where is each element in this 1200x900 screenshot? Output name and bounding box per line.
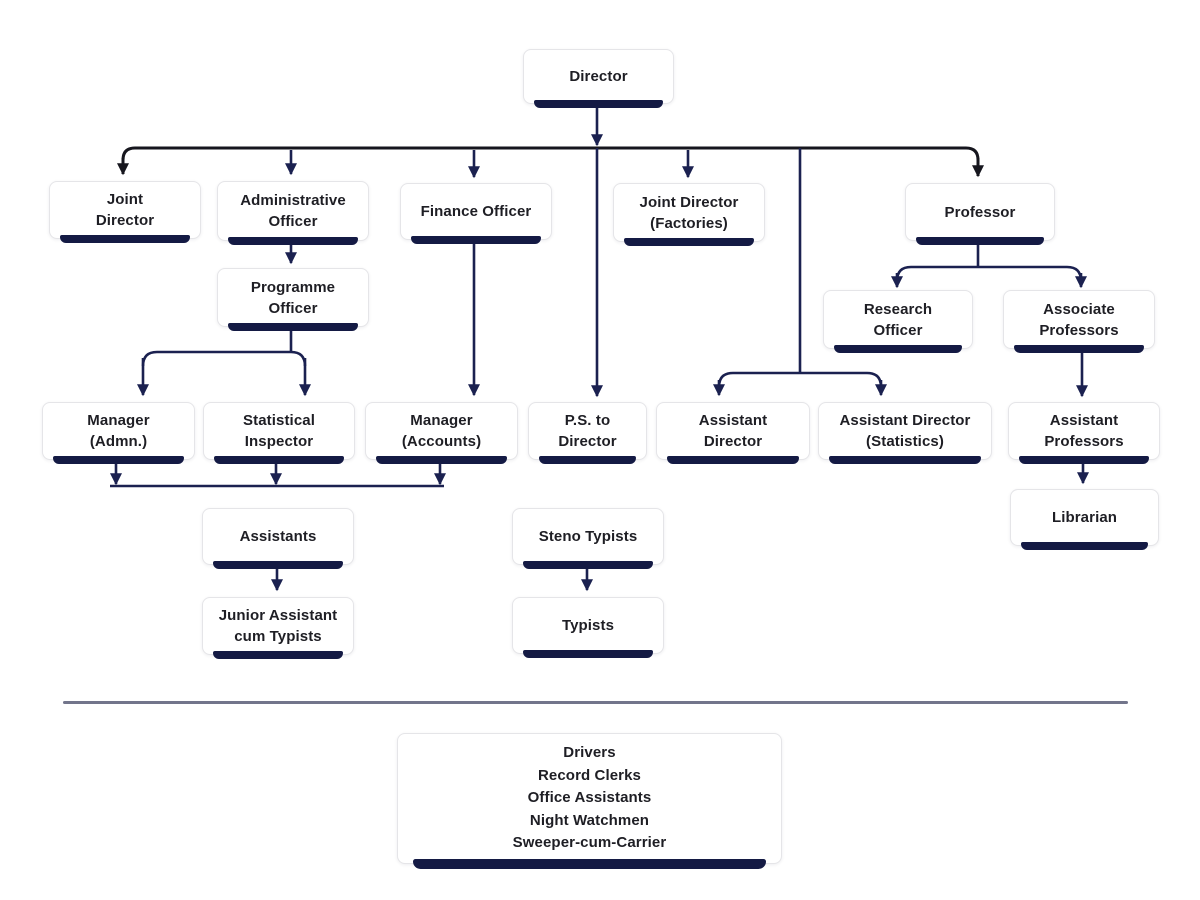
connector-programme-branch (141, 350, 307, 367)
connector-assistant-directors-branch (717, 371, 883, 388)
node-steno-typists: Steno Typists (512, 508, 664, 569)
node-junior-assistant-cum-typists-label: Junior Assistant cum Typists (218, 607, 338, 645)
node-librarian-label: Librarian (1051, 509, 1118, 526)
node-assistant-director-label: Assistant Director (698, 412, 768, 450)
node-statistical-inspector: Statistical Inspector (203, 402, 355, 464)
node-research-officer-label: Research Officer (863, 300, 933, 339)
node-librarian: Librarian (1010, 489, 1159, 550)
node-professor-label: Professor (944, 203, 1016, 221)
node-manager-admn-label: Manager (Admn.) (87, 412, 150, 450)
node-typists: Typists (512, 597, 664, 658)
node-manager-accounts: Manager (Accounts) (365, 402, 518, 464)
node-assistant-director: Assistant Director (656, 402, 810, 464)
node-director: Director (523, 49, 674, 108)
node-finance-officer: Finance Officer (400, 183, 552, 244)
node-programme-officer-label: Programme Officer (250, 278, 336, 317)
node-joint-director-label: Joint Director (95, 191, 155, 229)
node-ps-to-director-label: P.S. to Director (558, 412, 617, 450)
node-support-staff-label: Drivers Record Clerks Office Assistants … (512, 744, 667, 852)
node-joint-director: Joint Director (49, 181, 201, 243)
node-finance-officer-label: Finance Officer (420, 203, 532, 220)
node-administrative-officer-label: Administrative Officer (240, 192, 346, 230)
node-administrative-officer: Administrative Officer (217, 181, 369, 245)
node-statistical-inspector-label: Statistical Inspector (243, 412, 315, 450)
connector-top-rail (121, 146, 980, 165)
node-manager-accounts-label: Manager (Accounts) (401, 412, 482, 450)
node-assistants-label: Assistants (239, 528, 317, 545)
node-associate-professors: Associate Professors (1003, 290, 1155, 353)
connector-professor-branch (895, 265, 1083, 282)
section-divider (63, 701, 1128, 704)
node-support-staff: Drivers Record Clerks Office Assistants … (397, 733, 782, 869)
node-junior-assistant-cum-typists: Junior Assistant cum Typists (202, 597, 354, 659)
node-professor: Professor (905, 183, 1055, 245)
node-assistant-professors: Assistant Professors (1008, 402, 1160, 464)
node-joint-director-factories-label: Joint Director (Factories) (639, 193, 739, 232)
node-research-officer: Research Officer (823, 290, 973, 353)
node-assistants: Assistants (202, 508, 354, 569)
node-joint-director-factories: Joint Director (Factories) (613, 183, 765, 246)
node-ps-to-director: P.S. to Director (528, 402, 647, 464)
node-programme-officer: Programme Officer (217, 268, 369, 331)
node-assistant-professors-label: Assistant Professors (1044, 412, 1124, 450)
node-director-label: Director (569, 68, 628, 85)
node-steno-typists-label: Steno Typists (538, 528, 638, 545)
node-typists-label: Typists (561, 617, 615, 634)
node-assistant-director-statistics: Assistant Director (Statistics) (818, 402, 992, 464)
node-assistant-director-statistics-label: Assistant Director (Statistics) (839, 412, 971, 450)
node-associate-professors-label: Associate Professors (1039, 300, 1119, 339)
node-manager-admn: Manager (Admn.) (42, 402, 195, 464)
